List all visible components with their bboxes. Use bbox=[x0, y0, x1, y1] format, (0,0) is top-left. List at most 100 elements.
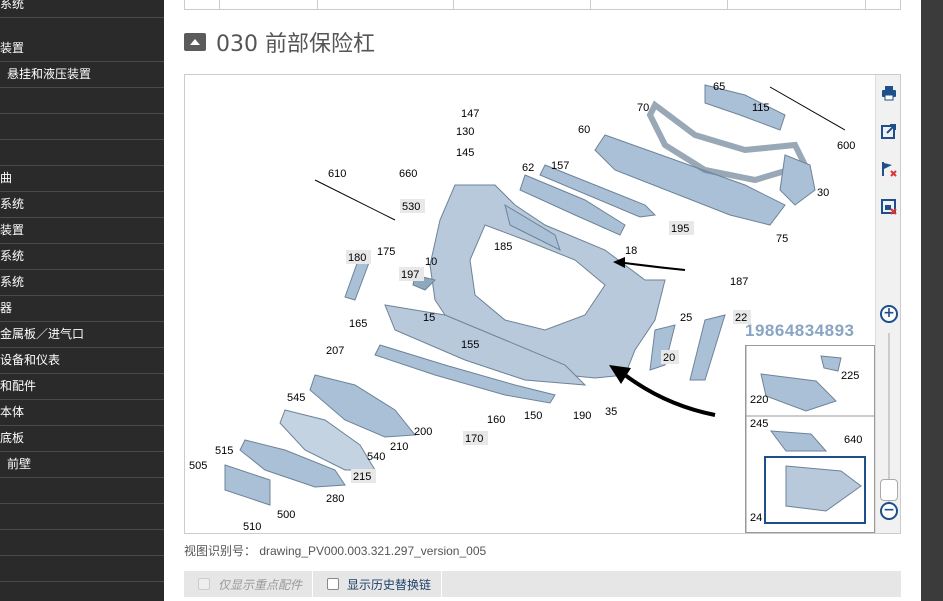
callout-label-20[interactable]: 20 bbox=[663, 352, 675, 364]
overview-callout-24[interactable]: 24 bbox=[750, 512, 763, 524]
right-scroll-panel[interactable] bbox=[921, 0, 943, 601]
callout-label-157[interactable]: 157 bbox=[551, 160, 569, 172]
sidebar-item[interactable] bbox=[0, 140, 164, 166]
callout-label-15[interactable]: 15 bbox=[423, 312, 435, 324]
sidebar-item[interactable] bbox=[0, 114, 164, 140]
callout-label-510[interactable]: 510 bbox=[243, 521, 261, 533]
sidebar-item-label: 设备和仪表 bbox=[0, 353, 61, 367]
flag-remove-icon[interactable] bbox=[879, 159, 899, 179]
callout-label-197[interactable]: 197 bbox=[401, 269, 419, 281]
sidebar-item[interactable] bbox=[0, 478, 164, 504]
sidebar-item[interactable]: 器 bbox=[0, 296, 164, 322]
callout-label-190[interactable]: 190 bbox=[573, 410, 591, 422]
sidebar-item[interactable]: 曲 bbox=[0, 166, 164, 192]
history-chain-label[interactable]: 显示历史替换链 bbox=[347, 577, 432, 592]
sidebar-item[interactable] bbox=[0, 582, 164, 601]
callout-label-500[interactable]: 500 bbox=[277, 509, 295, 521]
callout-label-530[interactable]: 530 bbox=[402, 201, 420, 213]
callout-label-30[interactable]: 30 bbox=[817, 187, 829, 199]
callout-label-25[interactable]: 25 bbox=[680, 312, 692, 324]
sidebar-item[interactable]: 金属板／进气口 bbox=[0, 322, 164, 348]
print-icon[interactable] bbox=[879, 83, 899, 103]
callout-label-207[interactable]: 207 bbox=[326, 345, 344, 357]
callout-label-70[interactable]: 70 bbox=[637, 102, 649, 114]
zoom-slider-thumb[interactable] bbox=[880, 479, 898, 501]
callout-label-185[interactable]: 185 bbox=[494, 241, 512, 253]
callout-label-22[interactable]: 22 bbox=[735, 312, 747, 324]
callout-arrow-upper-head bbox=[613, 257, 625, 268]
open-external-icon[interactable] bbox=[879, 121, 899, 141]
callout-label-540[interactable]: 540 bbox=[367, 451, 385, 463]
callout-label-280[interactable]: 280 bbox=[326, 493, 344, 505]
callout-label-210[interactable]: 210 bbox=[390, 441, 408, 453]
overview-callout-245[interactable]: 245 bbox=[750, 418, 769, 430]
callout-label-515[interactable]: 515 bbox=[215, 445, 233, 457]
sidebar-item[interactable]: 底板 bbox=[0, 426, 164, 452]
sidebar-item[interactable] bbox=[0, 88, 164, 114]
callout-label-200[interactable]: 200 bbox=[414, 426, 432, 438]
callout-label-75[interactable]: 75 bbox=[776, 233, 788, 245]
callout-label-187[interactable]: 187 bbox=[730, 276, 748, 288]
callout-label-10[interactable]: 10 bbox=[425, 256, 437, 268]
sidebar-item[interactable] bbox=[0, 530, 164, 556]
callout-label-195[interactable]: 195 bbox=[671, 223, 689, 235]
callout-label-215[interactable]: 215 bbox=[353, 471, 371, 483]
callout-label-175[interactable]: 175 bbox=[377, 246, 395, 258]
main-content: 030 前部保险杠 bbox=[164, 0, 921, 601]
key-parts-checkbox bbox=[198, 578, 210, 590]
diagram-toolbar: + − bbox=[875, 75, 900, 533]
overview-minimap[interactable]: 225 220 245 640 24 bbox=[745, 345, 875, 533]
callout-label-545[interactable]: 545 bbox=[287, 392, 305, 404]
callout-label-35[interactable]: 35 bbox=[605, 406, 617, 418]
sidebar-item[interactable] bbox=[0, 556, 164, 582]
callout-label-150[interactable]: 150 bbox=[524, 410, 542, 422]
zoom-out-button[interactable]: − bbox=[880, 502, 898, 520]
exploded-view-drawing[interactable]: 147 130 145 60 70 65 115 600 610 660 62 157 30 530 195… bbox=[185, 75, 875, 533]
sidebar-item[interactable]: 系统 bbox=[0, 192, 164, 218]
callout-label-170[interactable]: 170 bbox=[465, 433, 483, 445]
bumper-opening bbox=[469, 224, 606, 331]
callout-label-155[interactable]: 155 bbox=[461, 339, 479, 351]
callout-label-18[interactable]: 18 bbox=[625, 245, 637, 257]
callout-label-600[interactable]: 600 bbox=[837, 140, 855, 152]
overview-callout-640[interactable]: 640 bbox=[844, 434, 863, 446]
sidebar-item[interactable]: 前壁 bbox=[0, 452, 164, 478]
sidebar-item[interactable]: 装置 bbox=[0, 36, 164, 62]
sidebar-item[interactable]: 本体 bbox=[0, 400, 164, 426]
zoom-slider-track[interactable] bbox=[888, 333, 890, 503]
sidebar-item[interactable]: 设备和仪表 bbox=[0, 348, 164, 374]
callout-label-147[interactable]: 147 bbox=[461, 108, 479, 120]
callout-label-610[interactable]: 610 bbox=[328, 168, 346, 180]
overview-callout-225[interactable]: 225 bbox=[841, 370, 860, 382]
callout-label-145[interactable]: 145 bbox=[456, 147, 474, 159]
sidebar-item-label: 系统 bbox=[0, 0, 25, 11]
sidebar-item[interactable]: 和配件 bbox=[0, 374, 164, 400]
overview-viewport-frame[interactable] bbox=[764, 456, 866, 524]
callout-label-505[interactable]: 505 bbox=[189, 460, 207, 472]
sidebar-item[interactable]: 系统 bbox=[0, 244, 164, 270]
callout-label-165[interactable]: 165 bbox=[349, 318, 367, 330]
hide-overlay-icon[interactable] bbox=[879, 197, 899, 217]
sidebar-item[interactable]: 系统 bbox=[0, 270, 164, 296]
sidebar-item[interactable] bbox=[0, 504, 164, 530]
collapse-button[interactable] bbox=[184, 33, 206, 51]
overview-callout-220[interactable]: 220 bbox=[750, 394, 769, 406]
sidebar-item[interactable]: 装置 bbox=[0, 218, 164, 244]
callout-label-65[interactable]: 65 bbox=[713, 81, 725, 93]
callout-label-160[interactable]: 160 bbox=[487, 414, 505, 426]
sidebar-item[interactable]: 悬挂和液压装置 bbox=[0, 62, 164, 88]
parts-diagram[interactable]: 147 130 145 60 70 65 115 600 610 660 62 157 30 530 195… bbox=[184, 74, 901, 534]
option-history-chain[interactable]: 显示历史替换链 bbox=[313, 571, 443, 597]
callout-label-130[interactable]: 130 bbox=[456, 126, 474, 138]
history-chain-checkbox[interactable] bbox=[327, 578, 340, 590]
zoom-in-button[interactable]: + bbox=[880, 305, 898, 323]
callout-label-60[interactable]: 60 bbox=[578, 124, 590, 136]
callout-box bbox=[669, 221, 694, 235]
callout-label-115[interactable]: 115 bbox=[752, 102, 770, 114]
callout-label-660[interactable]: 660 bbox=[399, 168, 417, 180]
sidebar-item[interactable]: 系统 bbox=[0, 0, 164, 18]
bracket-part bbox=[704, 84, 786, 131]
callout-label-62[interactable]: 62 bbox=[522, 162, 534, 174]
callout-label-180[interactable]: 180 bbox=[348, 252, 366, 264]
section-header: 030 前部保险杠 bbox=[184, 28, 375, 57]
